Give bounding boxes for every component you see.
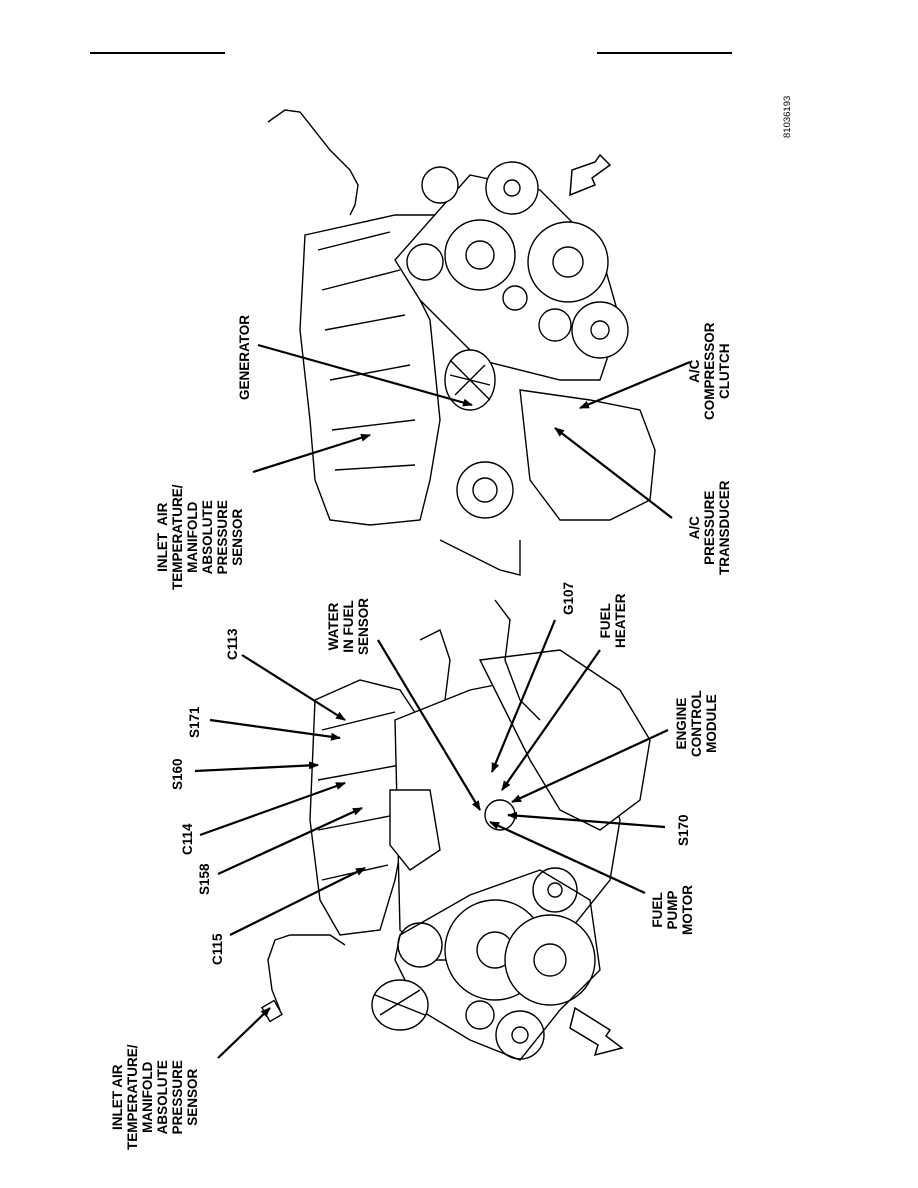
leader-c113 bbox=[241, 654, 346, 721]
leader-c115 bbox=[229, 867, 366, 936]
leader-s170 bbox=[507, 811, 666, 829]
leader-ac-compressor bbox=[579, 360, 691, 410]
leader-s158 bbox=[217, 807, 363, 875]
leader-water-in-fuel bbox=[377, 639, 481, 811]
label-s170: S170 bbox=[676, 814, 691, 846]
leader-ecm bbox=[511, 729, 669, 803]
leader-inlet-air-top bbox=[252, 433, 371, 474]
label-s158: S158 bbox=[197, 863, 212, 895]
label-c114: C114 bbox=[180, 823, 195, 855]
label-inlet-air-top: INLET AIR TEMPERATURE/ MANIFOLD ABSOLUTE… bbox=[155, 484, 245, 590]
leader-fuel-heater bbox=[501, 649, 601, 791]
fwd-arrow-bottom bbox=[569, 1006, 624, 1057]
leader-s160 bbox=[194, 761, 319, 773]
leader-lines bbox=[194, 343, 691, 1059]
label-g107: G107 bbox=[561, 581, 576, 615]
header-rule-right bbox=[597, 52, 732, 54]
leader-fuel-pump bbox=[489, 820, 646, 895]
label-generator: GENERATOR bbox=[237, 314, 252, 400]
fwd-arrow-top bbox=[569, 153, 612, 197]
leader-g107 bbox=[490, 619, 557, 773]
leader-ac-transducer bbox=[554, 427, 673, 519]
label-s160: S160 bbox=[170, 758, 185, 790]
label-c113: C113 bbox=[225, 628, 240, 660]
leader-c114 bbox=[199, 781, 346, 837]
leader-generator bbox=[257, 343, 473, 407]
label-water-in-fuel-sensor: WATER IN FUEL SENSOR bbox=[326, 597, 371, 655]
label-c115: C115 bbox=[210, 933, 225, 965]
label-inlet-air-bottom: INLET AIR TEMPERATURE/ MANIFOLD ABSOLUTE… bbox=[110, 1044, 200, 1150]
leader-inlet-air-bottom bbox=[217, 1007, 271, 1059]
top-engine-illustration bbox=[267, 109, 656, 576]
label-ac-compressor-clutch: A/C COMPRESSOR CLUTCH bbox=[687, 322, 732, 420]
label-fuel-heater: FUEL HEATER bbox=[598, 593, 628, 648]
label-ac-pressure-transducer: A/C PRESSURE TRANSDUCER bbox=[687, 480, 732, 576]
leader-s171 bbox=[209, 718, 341, 741]
label-engine-control-module: ENGINE CONTROL MODULE bbox=[674, 690, 719, 757]
label-s171: S171 bbox=[187, 706, 202, 738]
header-rule-left bbox=[90, 52, 225, 54]
bottom-engine-illustration bbox=[260, 599, 651, 1061]
label-fuel-pump-motor: FUEL PUMP MOTOR bbox=[650, 885, 695, 935]
